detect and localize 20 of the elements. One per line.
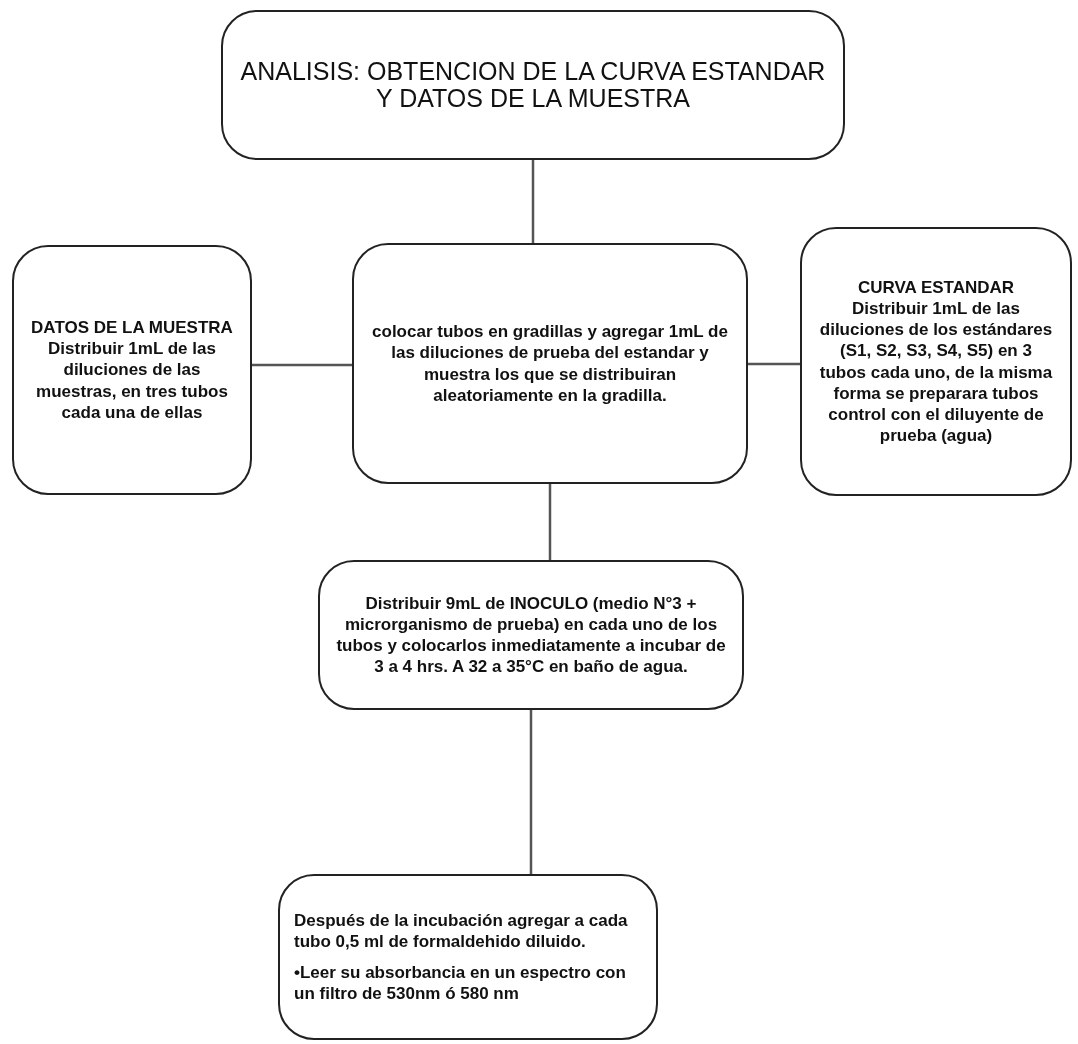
box-heading: DATOS DE LA MUESTRA: [31, 316, 233, 339]
step-text: Distribuir 1mL de las diluciones de las muestras, en tres tubos cada una de ellas: [35, 338, 229, 424]
process-box: [318, 560, 744, 710]
step-text: Distribuir 9mL de INOCULO (medio N°3 + microrganismo de prueba) en cada uno de los tubos y colocarlos inmediatamente a incubar de 3 a 4 hrs. A 32 a 35°C en baño de agua.: [335, 592, 727, 678]
step-text: Distribuir 1mL de las diluciones de los estándares (S1, S2, S3, S4, S5) en 3 tubos cada uno, de la misma forma se preparara tubos control con el diluyente de prueba (agua): [818, 297, 1054, 447]
connector-line: [529, 710, 533, 874]
title-text: ANALISIS: OBTENCION DE LA CURVA ESTANDAR Y DATOS DE LA MUESTRA: [239, 57, 827, 113]
process-box: [352, 243, 748, 484]
connector-line: [252, 363, 352, 367]
connector-line: [531, 160, 535, 243]
process-box: [221, 10, 845, 160]
box-heading: CURVA ESTANDAR: [857, 276, 1015, 298]
process-box: [12, 245, 252, 495]
connector-line: [548, 484, 552, 560]
step-text: Después de la incubación agregar a cada tubo 0,5 ml de formaldehido diluido.: [294, 909, 629, 952]
step-text: colocar tubos en gradillas y agregar 1mL de las diluciones de prueba del estandar y muestra los que se distribuiran aleatoriamente en la gradilla.: [371, 321, 729, 406]
process-box: [800, 227, 1072, 496]
process-box: [278, 874, 658, 1040]
connector-line: [748, 362, 800, 366]
bullet-item: •Leer su absorbancia en un espectro con un filtro de 530nm ó 580 nm: [294, 962, 627, 1005]
